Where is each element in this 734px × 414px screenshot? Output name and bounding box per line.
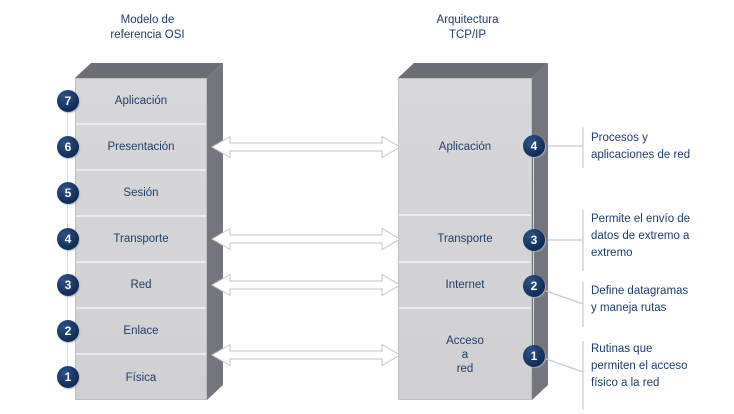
osi-layer-aplicacion: Aplicación [76, 79, 206, 125]
tcpip-layer-transporte: Transporte [399, 216, 531, 263]
osi-box-top-face [75, 63, 223, 78]
tcpip-number-rail-line [533, 146, 534, 356]
mapping-arrow-presentacion-aplicacion [211, 135, 401, 159]
tcpip-number-badge-4: 4 [523, 135, 545, 157]
osi-layer-presentacion: Presentación [76, 125, 206, 171]
osi-layer-label: Física [125, 372, 157, 384]
tcpip-box: Aplicación Transporte Internet Acceso a … [398, 78, 532, 400]
desc-internet: Define datagramas y maneja rutas [591, 285, 689, 314]
tcpip-layer-internet: Internet [399, 263, 531, 309]
desc-transporte: Permite el envío de datos de extremo a e… [591, 213, 691, 259]
osi-number-badge-6: 6 [57, 136, 79, 158]
mapping-arrow-enlace-fisica-acceso [211, 343, 401, 367]
osi-layer-label: Sesión [123, 187, 159, 199]
mapping-arrow-red-internet [211, 273, 401, 297]
tcpip-layer-label: Internet [445, 279, 485, 291]
osi-layer-label: Red [130, 279, 152, 291]
osi-column-title: Modelo de referencia OSI [110, 14, 185, 41]
tcpip-number-badge-2: 2 [523, 275, 545, 297]
osi-number-badge-5: 5 [57, 182, 79, 204]
osi-number-badge-2: 2 [57, 320, 79, 342]
osi-number-badge-3: 3 [57, 274, 79, 296]
tcpip-layer-label: Aplicación [438, 140, 492, 153]
tcpip-layer-label: Acceso a red [446, 335, 484, 375]
osi-box: Aplicación Presentación Sesión Transport… [75, 78, 207, 400]
tcpip-column-title: Arquitectura TCP/IP [436, 14, 499, 41]
osi-layer-red: Red [76, 263, 206, 309]
tcpip-number-badge-1: 1 [523, 345, 545, 367]
tcpip-number-badge-3: 3 [523, 229, 545, 251]
mapping-arrow-transporte-transporte [211, 227, 401, 251]
tcpip-layer-aplicacion: Aplicación [399, 79, 531, 216]
desc-aplicacion: Procesos y aplicaciones de red [591, 132, 691, 161]
osi-layer-enlace: Enlace [76, 309, 206, 355]
osi-number-badge-7: 7 [57, 90, 79, 112]
osi-layer-fisica: Física [76, 355, 206, 401]
tcpip-layer-label: Transporte [437, 232, 493, 245]
osi-layer-label: Enlace [123, 325, 159, 337]
desc-acceso-a-red: Rutinas que permiten el acceso físico a … [591, 343, 688, 389]
osi-layer-label: Aplicación [114, 95, 168, 107]
osi-layer-label: Transporte [113, 233, 169, 245]
tcpip-layer-acceso-a-red: Acceso a red [399, 309, 531, 401]
tcpip-box-top-face [398, 63, 548, 78]
osi-number-badge-4: 4 [57, 228, 79, 250]
osi-layer-label: Presentación [107, 141, 175, 153]
osi-layer-sesion: Sesión [76, 171, 206, 217]
osi-layer-transporte: Transporte [76, 217, 206, 263]
osi-number-badge-1: 1 [57, 366, 79, 388]
